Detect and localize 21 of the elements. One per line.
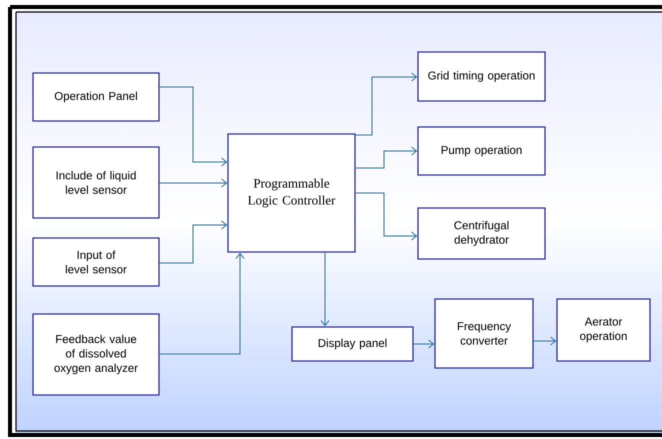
- arrow: [159, 220, 228, 264]
- arrow: [413, 340, 434, 348]
- arrow: [355, 72, 418, 136]
- process-box: Input of level sensor: [32, 237, 160, 287]
- process-box: Pump operation: [417, 126, 546, 176]
- arrow: [355, 146, 418, 168]
- process-box: Aerator operation: [556, 298, 651, 362]
- process-box: Grid timing operation: [417, 51, 546, 102]
- arrow: [533, 336, 556, 346]
- process-box: Include of liquid level sensor: [32, 146, 160, 219]
- process-box: Programmable Logic Controller: [227, 133, 356, 253]
- process-box: Centrifugal dehydrator: [417, 207, 546, 260]
- arrow: [159, 86, 228, 166]
- process-box: Operation Panel: [32, 72, 160, 122]
- arrow: [159, 252, 244, 354]
- process-box: Feedback value of dissolved oxygen analyzer: [32, 313, 160, 396]
- arrow: [159, 178, 228, 188]
- process-box: Display panel: [291, 326, 414, 362]
- arrow: [320, 252, 330, 326]
- process-box: Frequency converter: [434, 298, 534, 369]
- arrow: [355, 192, 418, 240]
